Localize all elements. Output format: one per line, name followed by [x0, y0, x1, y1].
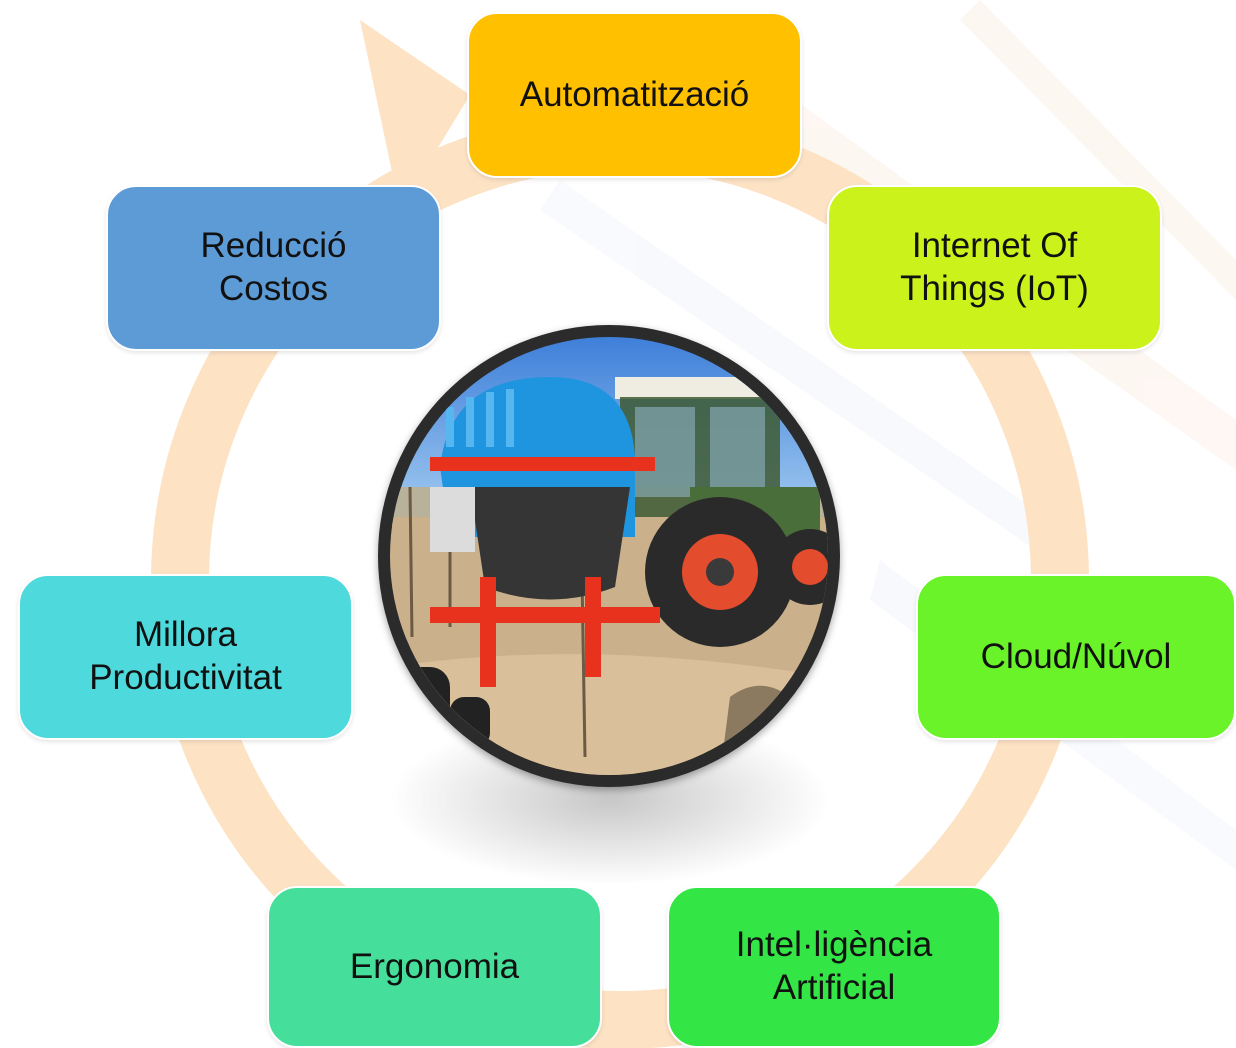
sprayer-tank: [400, 377, 660, 747]
center-photo-frame: [378, 325, 840, 787]
tractor-sprayer-photo: [390, 337, 828, 775]
node-reduccio-costos: Reducció Costos: [106, 185, 441, 351]
node-cloud: Cloud/Núvol: [916, 574, 1236, 740]
node-ergonomia: Ergonomia: [267, 886, 602, 1048]
node-internet-of-things: Internet Of Things (IoT): [827, 185, 1162, 351]
node-millora-productivitat: Millora Productivitat: [18, 574, 353, 740]
cycle-arrowhead: [360, 20, 470, 210]
ground-shadow: [720, 685, 828, 775]
node-automatitzacio: Automatització: [467, 12, 802, 178]
node-intelligencia-artificial: Intel·ligència Artificial: [667, 886, 1001, 1048]
